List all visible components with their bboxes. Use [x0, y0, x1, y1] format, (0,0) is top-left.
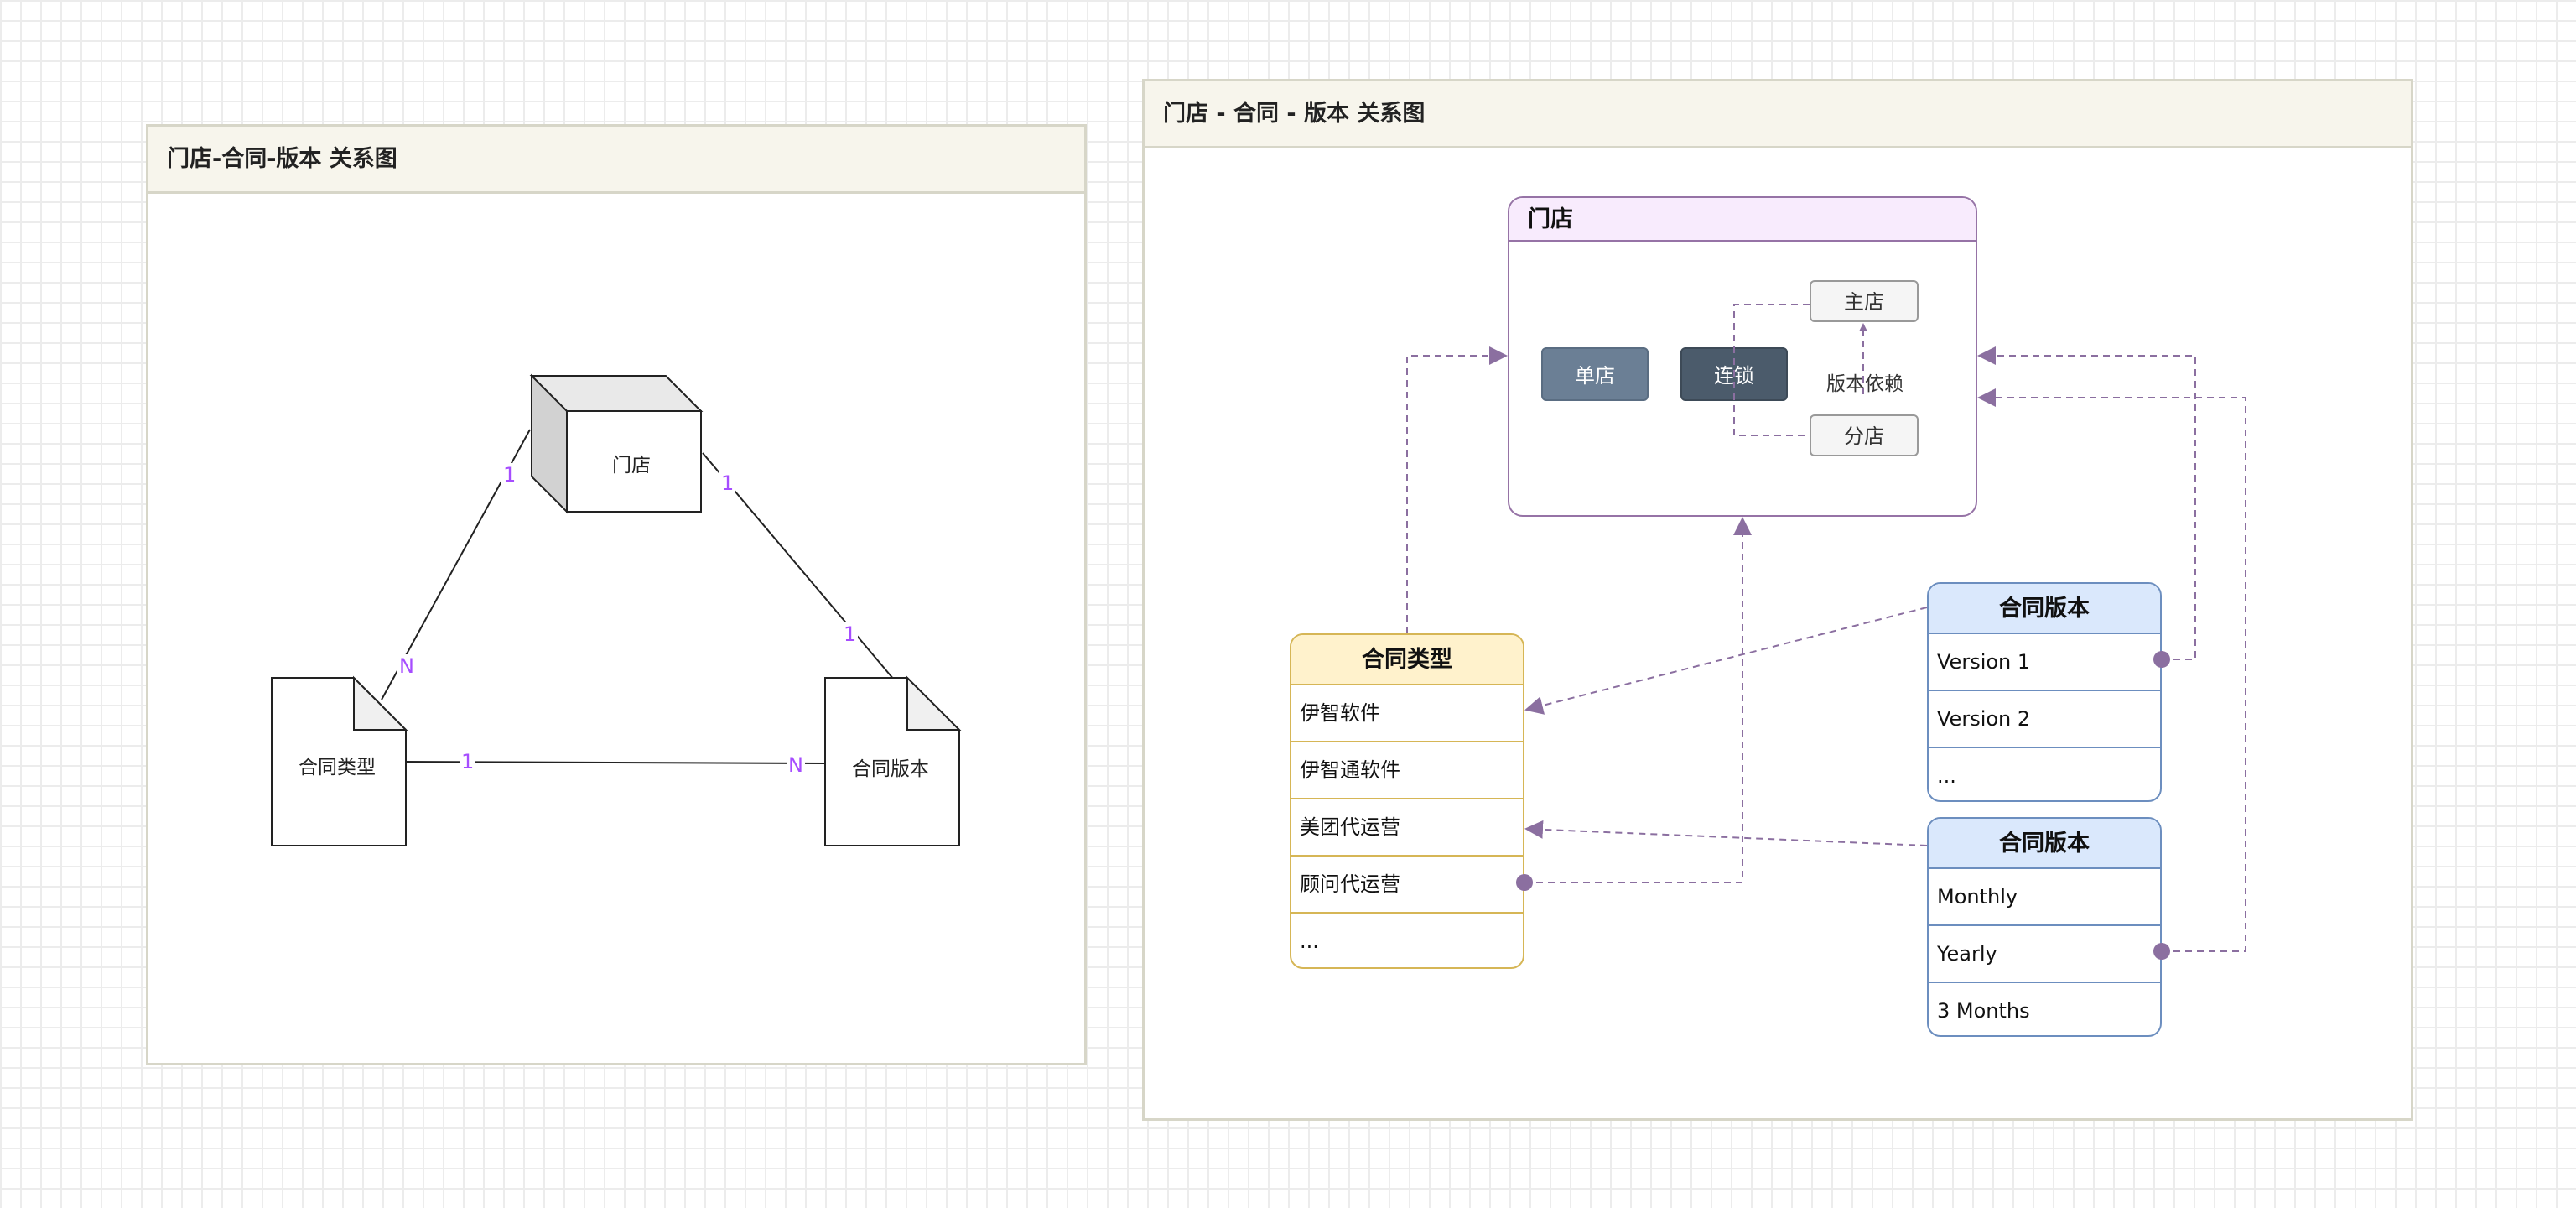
contract-type-document-shape — [271, 675, 408, 846]
single-store-node[interactable]: 单店 — [1541, 347, 1649, 401]
dependency-bracket — [1733, 304, 1810, 436]
versions-to-types-arrow — [1524, 607, 1928, 715]
periods-to-types-arrow — [1524, 820, 1928, 846]
yearly-to-store-arrow — [1977, 388, 2246, 952]
contract-versions-table[interactable]: 合同版本 Version 1 Version 2 ... — [1927, 582, 2162, 802]
cardinality-type-version-type: 1 — [460, 750, 476, 773]
period-row[interactable]: Yearly — [1929, 926, 2160, 983]
cardinality-store-type-store: 1 — [501, 463, 518, 487]
version1-connector-dot — [2153, 651, 2170, 668]
store-cube-label: 门店 — [612, 455, 651, 476]
left-diagram-panel: 门店-合同-版本 关系图 — [146, 124, 1087, 1065]
period-row[interactable]: 3 Months — [1937, 999, 2030, 1023]
cardinality-store-version-store: 1 — [719, 471, 736, 495]
cardinality-store-version-version: 1 — [842, 622, 859, 646]
cardinality-store-type-type: N — [397, 654, 416, 678]
left-panel-title: 门店-合同-版本 关系图 — [148, 127, 1084, 194]
period-row[interactable]: Monthly — [1929, 869, 2160, 926]
contract-type-row[interactable]: 伊智软件 — [1291, 685, 1523, 742]
contract-type-doc-label: 合同类型 — [299, 757, 376, 778]
types-to-store-arrow — [1406, 346, 1508, 633]
store-container-title: 门店 — [1509, 198, 1976, 242]
contract-periods-title: 合同版本 — [1929, 819, 2160, 869]
connector-dots — [1516, 651, 2170, 960]
store-cube-shape — [529, 373, 704, 514]
contract-version-document-shape — [824, 675, 962, 846]
consultant-to-store-arrow — [1524, 517, 1752, 883]
contract-types-title: 合同类型 — [1291, 635, 1523, 685]
contract-type-row[interactable]: 顾问代运营 — [1291, 857, 1523, 914]
cardinality-type-version-version: N — [787, 753, 805, 777]
contract-periods-table[interactable]: 合同版本 Monthly Yearly 3 Months — [1927, 817, 2162, 1037]
type-version-link — [405, 761, 826, 764]
version-row[interactable]: Version 2 — [1929, 691, 2160, 748]
contract-version-doc-label: 合同版本 — [852, 758, 929, 780]
contract-type-row[interactable]: 伊智通软件 — [1291, 742, 1523, 799]
version-row[interactable]: ... — [1937, 764, 1956, 788]
contract-types-table[interactable]: 合同类型 伊智软件 伊智通软件 美团代运营 顾问代运营 ... — [1290, 633, 1524, 969]
contract-versions-title: 合同版本 — [1929, 584, 2160, 634]
right-panel-title: 门店 - 合同 - 版本 关系图 — [1145, 81, 2411, 148]
yearly-connector-dot — [2153, 943, 2170, 960]
right-dashed-connectors — [1406, 304, 2246, 952]
contract-type-row[interactable]: ... — [1300, 929, 1319, 953]
version-row[interactable]: Version 1 — [1929, 634, 2160, 691]
version-dependency-label: 版本依赖 — [1826, 373, 1903, 395]
contract-type-row[interactable]: 美团代运营 — [1291, 799, 1523, 857]
branch-store-node[interactable]: 分店 — [1810, 414, 1919, 456]
consultant-connector-dot — [1516, 874, 1533, 891]
main-store-node[interactable]: 主店 — [1810, 280, 1919, 322]
version1-to-store-arrow — [1977, 346, 2196, 660]
